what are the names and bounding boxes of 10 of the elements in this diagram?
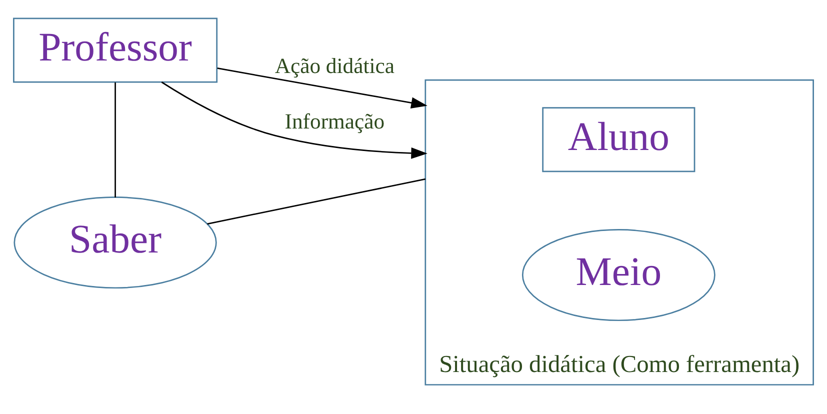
arrow (161, 82, 428, 159)
connector (207, 178, 426, 225)
node-ellipse: Saber (14, 196, 217, 289)
node-box: Aluno (542, 107, 696, 172)
connector (114, 82, 116, 198)
node-ellipse: Meio (522, 229, 716, 322)
edge-label: Informação (284, 110, 385, 134)
arrow (217, 68, 428, 108)
node-box: Professor (13, 18, 218, 83)
edge-label: Ação didática (274, 54, 394, 78)
